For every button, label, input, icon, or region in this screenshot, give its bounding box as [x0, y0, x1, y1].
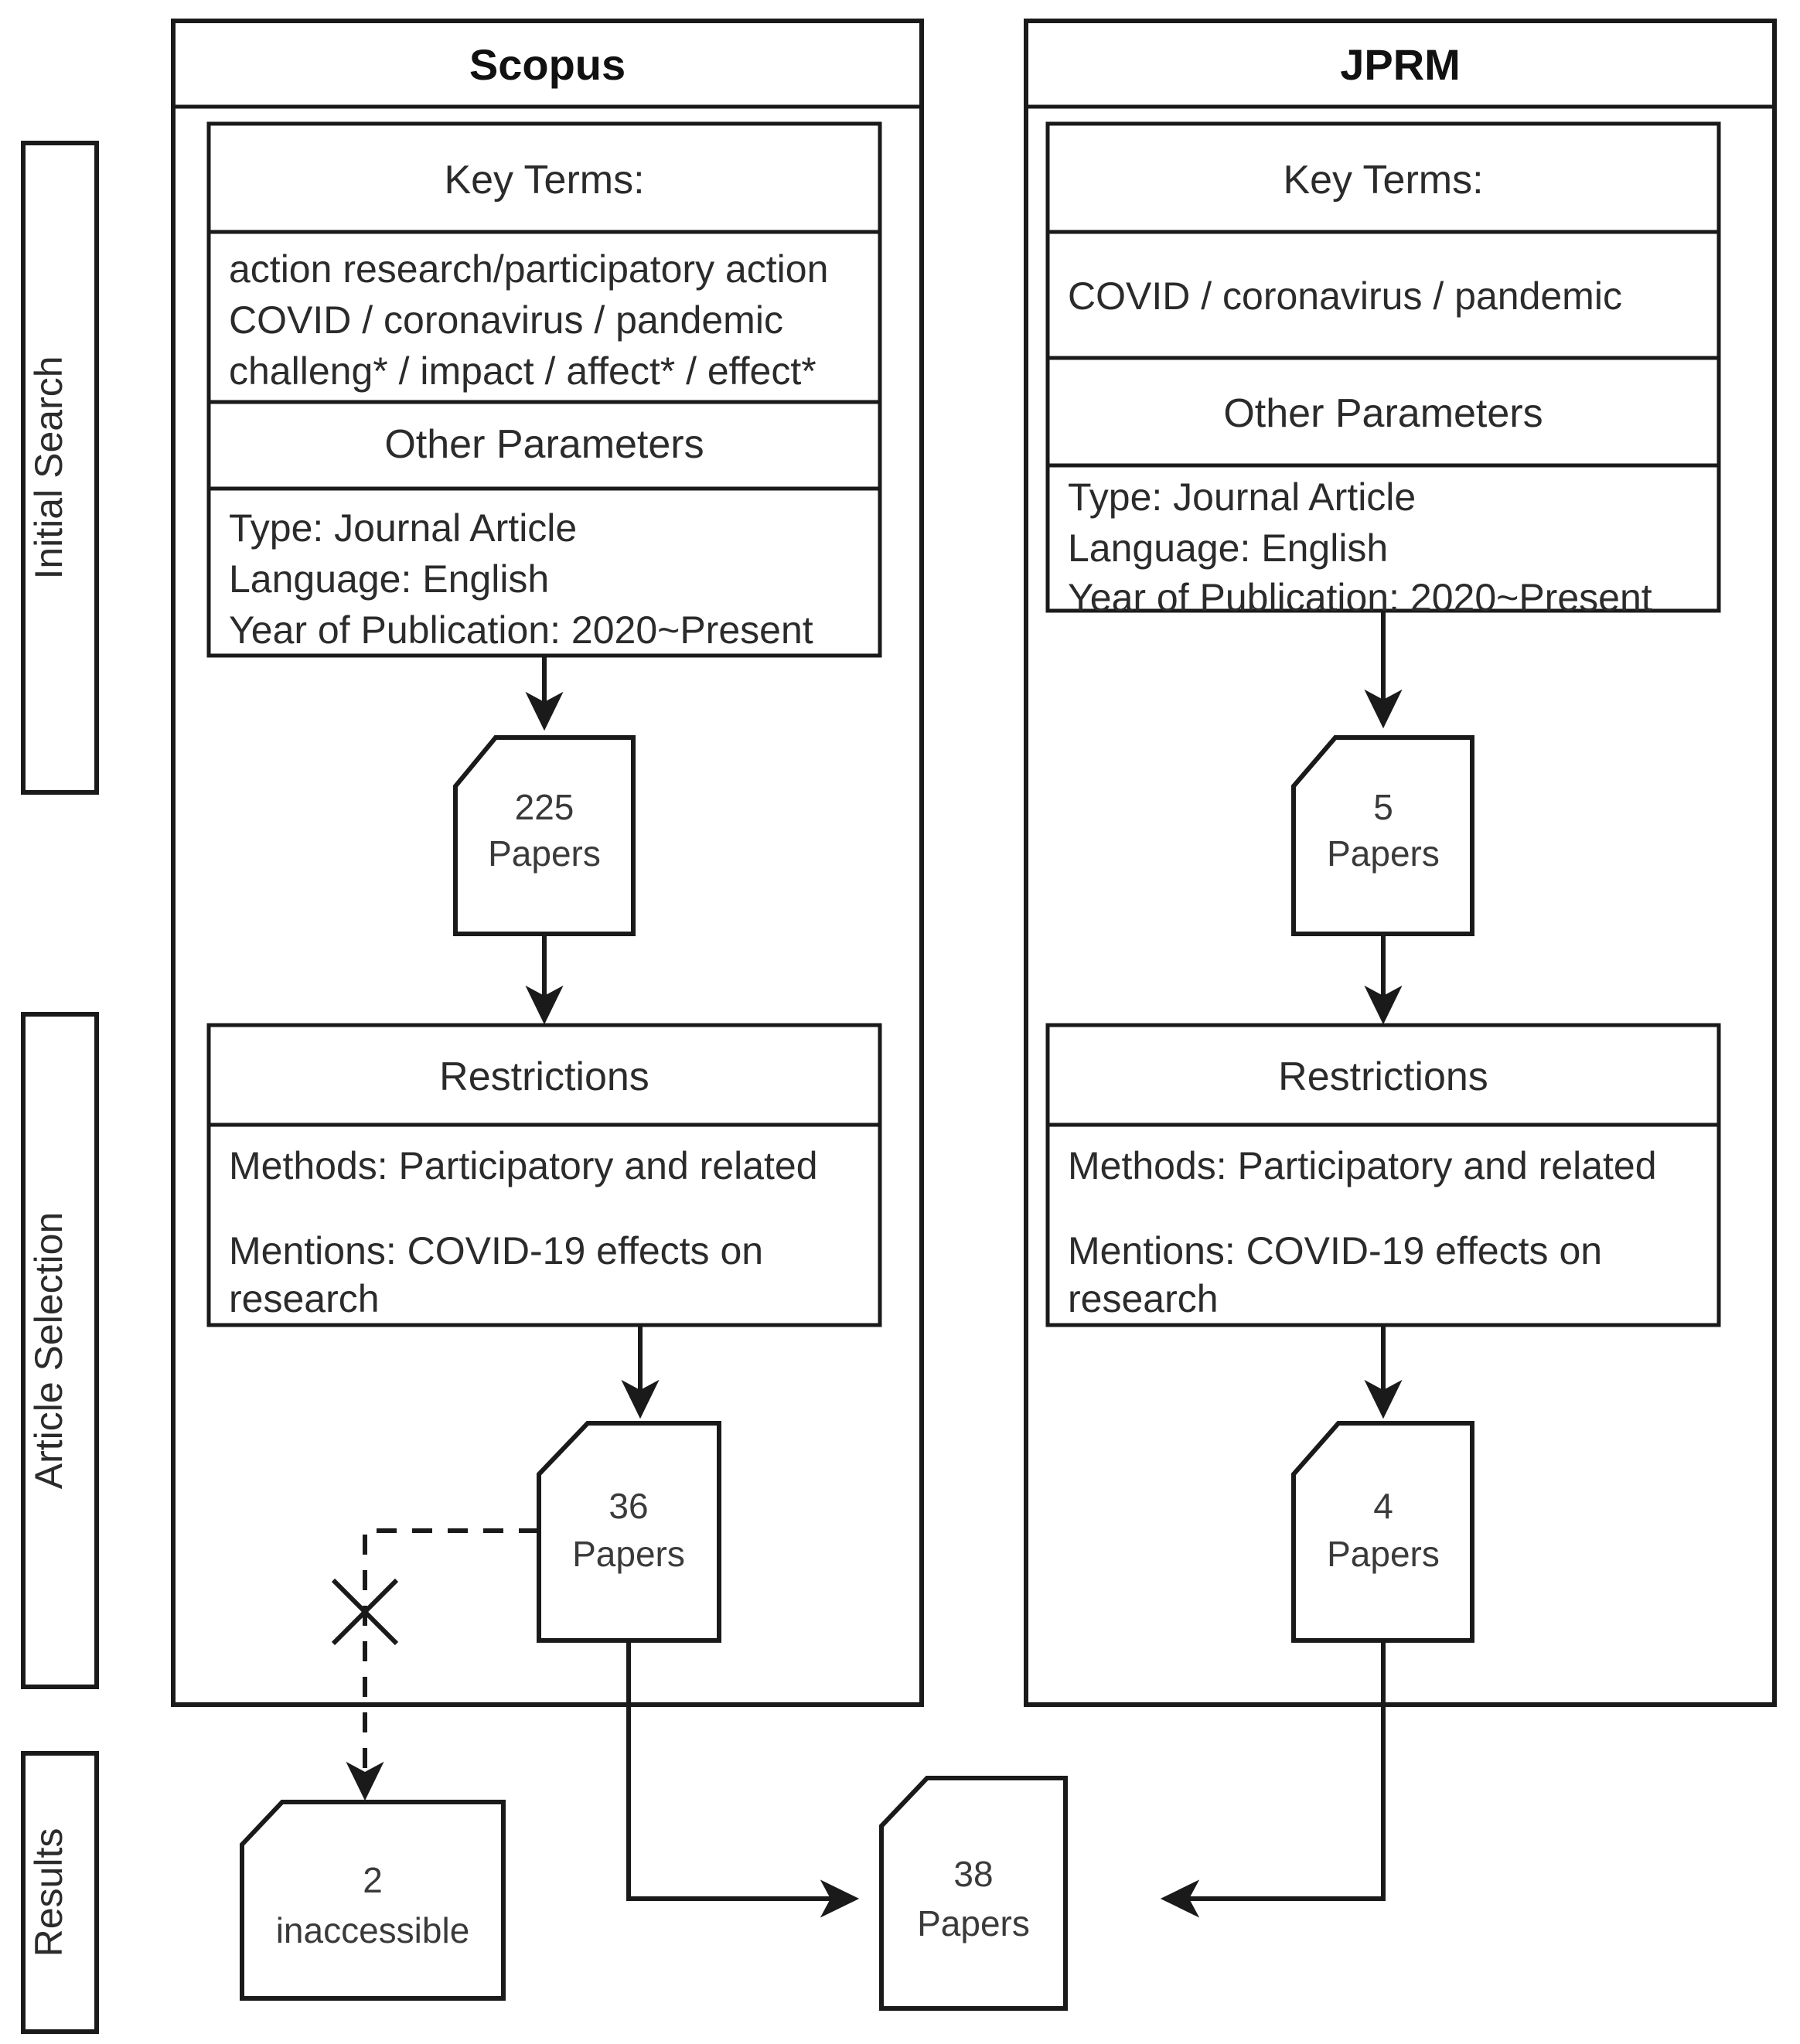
document-unit-initial-scopus: Papers [488, 833, 601, 874]
document-count-initial-scopus: 225 [515, 787, 574, 827]
document-unit-final: Papers [917, 1903, 1030, 1944]
stage-label-article-selection: Article Selection [27, 1212, 70, 1490]
document-selected-jprm: 4 Papers [1291, 1421, 1474, 1643]
document-unit-initial-jprm: Papers [1327, 833, 1440, 874]
restriction-line: research [1068, 1277, 1219, 1320]
restriction-line: Mentions: COVID-19 effects on [1068, 1229, 1602, 1272]
other-parameter-line: Language: English [1068, 526, 1388, 570]
key-term-line: action research/participatory action [229, 247, 828, 291]
restriction-line: research [229, 1277, 380, 1320]
other-parameter-line: Type: Journal Article [229, 506, 577, 550]
document-count-selected-jprm: 4 [1373, 1486, 1393, 1526]
column-title-jprm: JPRM [1340, 40, 1461, 89]
other-parameter-line: Year of Publication: 2020~Present [229, 608, 813, 652]
column-jprm: JPRM Key Terms: COVID / coronavirus / pa… [1024, 19, 1777, 1707]
document-selected-scopus: 36 Papers [537, 1421, 721, 1643]
restrictions-header-scopus: Restrictions [439, 1054, 649, 1099]
other-parameter-line: Type: Journal Article [1068, 475, 1416, 519]
search-criteria-panel-scopus: Key Terms: action research/participatory… [206, 121, 882, 658]
key-term-line: challeng* / impact / affect* / effect* [229, 349, 816, 393]
restriction-line: Methods: Participatory and related [229, 1144, 818, 1187]
document-final-total: 38 Papers [879, 1776, 1068, 2011]
connector-scopus-to-final [626, 1640, 860, 1918]
exclusion-branch [331, 1528, 539, 1801]
stage-label-results: Results [27, 1828, 70, 1957]
column-scopus: Scopus Key Terms: action research/partic… [171, 19, 924, 1707]
document-count-excluded: 2 [363, 1860, 383, 1900]
restriction-line: Methods: Participatory and related [1068, 1144, 1657, 1187]
x-exclusion-mark-icon [331, 1578, 399, 1646]
other-parameters-header-scopus: Other Parameters [384, 422, 704, 467]
document-count-selected-scopus: 36 [609, 1486, 648, 1526]
document-count-final: 38 [953, 1854, 993, 1894]
key-term-line: COVID / coronavirus / pandemic [1068, 274, 1622, 318]
document-label-excluded: inaccessible [276, 1910, 470, 1950]
connector-jprm-to-final [1160, 1640, 1386, 1918]
other-parameter-line: Year of Publication: 2020~Present [1068, 576, 1652, 619]
search-criteria-panel-jprm: Key Terms: COVID / coronavirus / pandemi… [1045, 121, 1721, 619]
stage-band-initial-search: Initial Search [21, 141, 99, 795]
key-terms-header-jprm: Key Terms: [1283, 158, 1483, 203]
stage-label-initial-search: Initial Search [27, 356, 70, 579]
document-count-initial-jprm: 5 [1373, 787, 1393, 827]
key-term-line: COVID / coronavirus / pandemic [229, 298, 783, 342]
restrictions-panel-jprm: Restrictions Methods: Participatory and … [1045, 1023, 1721, 1327]
document-unit-selected-jprm: Papers [1327, 1534, 1440, 1574]
restrictions-panel-scopus: Restrictions Methods: Participatory and … [206, 1023, 882, 1327]
restrictions-header-jprm: Restrictions [1278, 1054, 1488, 1099]
document-initial-jprm: 5 Papers [1291, 735, 1474, 936]
other-parameter-line: Language: English [229, 557, 549, 601]
other-parameters-header-jprm: Other Parameters [1223, 391, 1543, 436]
restriction-line: Mentions: COVID-19 effects on [229, 1229, 763, 1272]
stage-band-article-selection: Article Selection [21, 1012, 99, 1689]
document-unit-selected-scopus: Papers [572, 1534, 685, 1574]
stage-band-results: Results [21, 1751, 99, 2034]
column-title-scopus: Scopus [469, 40, 626, 89]
document-initial-scopus: 225 Papers [453, 735, 636, 936]
key-terms-header-scopus: Key Terms: [444, 158, 644, 203]
document-excluded: 2 inaccessible [240, 1800, 506, 2001]
